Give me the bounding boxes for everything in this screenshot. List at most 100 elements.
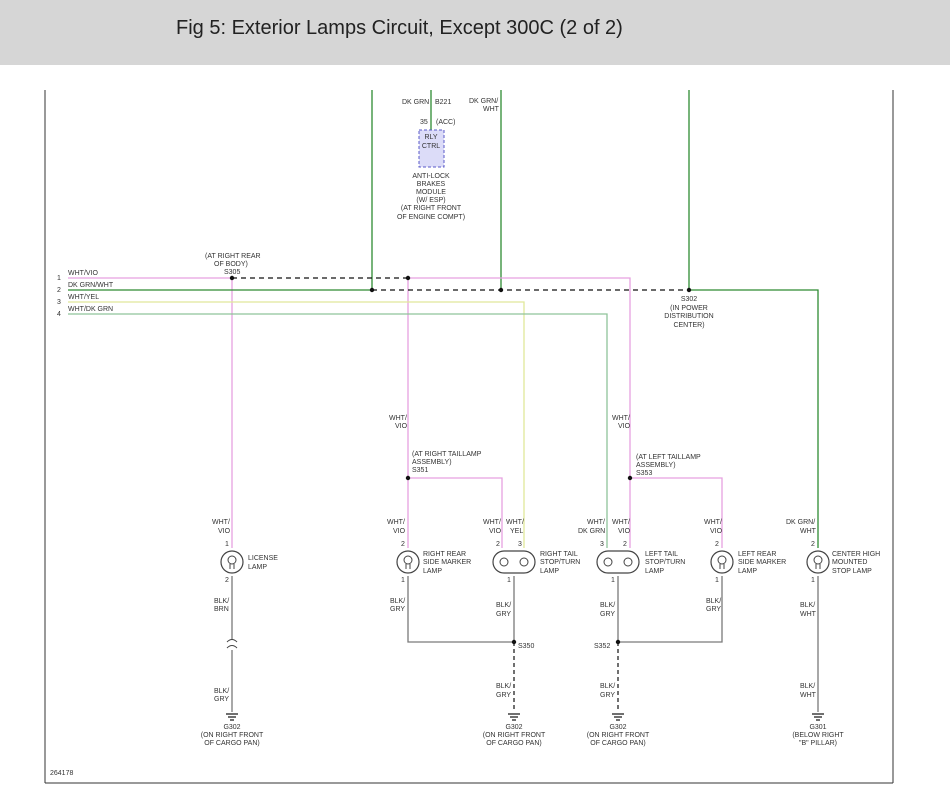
svg-text:G301: G301 xyxy=(809,724,826,731)
svg-text:SIDE MARKER: SIDE MARKER xyxy=(738,559,786,566)
svg-text:BLK/: BLK/ xyxy=(214,688,229,695)
svg-text:3: 3 xyxy=(518,541,522,548)
svg-text:DISTRIBUTION: DISTRIBUTION xyxy=(664,313,713,320)
module-label-line1: RLY xyxy=(424,134,437,141)
abs-module-box xyxy=(418,129,445,168)
svg-text:GRY: GRY xyxy=(600,692,615,699)
svg-text:S351: S351 xyxy=(412,467,428,474)
dual-bulb-icon xyxy=(499,557,529,567)
svg-text:YEL: YEL xyxy=(510,528,523,535)
svg-text:BLK/: BLK/ xyxy=(214,598,229,605)
splice-s305-label: (AT RIGHT REAR OF BODY) S305 xyxy=(205,253,261,276)
figure-id: 264178 xyxy=(50,770,73,777)
license-lamp: 1 2 LICENSE LAMP xyxy=(220,541,278,584)
svg-text:BLK/: BLK/ xyxy=(800,602,815,609)
ground-g302-license-label: G302 (ON RIGHT FRONT OF CARGO PAN) xyxy=(201,724,264,747)
svg-text:VIO: VIO xyxy=(218,528,231,535)
svg-text:VIO: VIO xyxy=(393,528,406,535)
svg-text:1: 1 xyxy=(715,577,719,584)
svg-text:(ON RIGHT FRONT: (ON RIGHT FRONT xyxy=(587,732,650,739)
svg-text:2: 2 xyxy=(496,541,500,548)
dual-bulb-icon xyxy=(603,557,633,567)
svg-text:WHT/: WHT/ xyxy=(612,519,630,526)
svg-text:2: 2 xyxy=(811,541,815,548)
svg-text:1: 1 xyxy=(401,577,405,584)
svg-text:LEFT REAR: LEFT REAR xyxy=(738,551,776,558)
top-wire-connector-b221: B221 xyxy=(435,99,451,106)
svg-text:(AT RIGHT FRONT: (AT RIGHT FRONT xyxy=(401,205,462,212)
splice-dots xyxy=(229,275,692,645)
svg-text:(IN POWER: (IN POWER xyxy=(670,305,708,312)
svg-text:VIO: VIO xyxy=(395,423,408,430)
svg-text:LAMP: LAMP xyxy=(738,568,757,575)
svg-text:(AT RIGHT REAR: (AT RIGHT REAR xyxy=(205,253,261,260)
svg-text:OF ENGINE COMPT): OF ENGINE COMPT) xyxy=(397,214,465,221)
svg-text:LAMP: LAMP xyxy=(540,568,559,575)
svg-text:VIO: VIO xyxy=(489,528,502,535)
svg-text:OF BODY): OF BODY) xyxy=(214,261,248,268)
svg-text:(AT LEFT TAILLAMP: (AT LEFT TAILLAMP xyxy=(636,454,701,461)
svg-text:BLK/: BLK/ xyxy=(496,683,511,690)
ground-wires xyxy=(231,576,819,712)
svg-text:1: 1 xyxy=(225,541,229,548)
bus-wire-dk-grn-wht xyxy=(68,289,819,548)
ground-g301-label: G301 (BELOW RIGHT "B" PILLAR) xyxy=(792,724,844,747)
svg-text:WHT/: WHT/ xyxy=(389,415,407,422)
svg-text:RIGHT TAIL: RIGHT TAIL xyxy=(540,551,578,558)
svg-text:BLK/: BLK/ xyxy=(800,683,815,690)
splice-dashed-bus xyxy=(232,277,689,291)
svg-text:LAMP: LAMP xyxy=(423,568,442,575)
svg-text:SIDE MARKER: SIDE MARKER xyxy=(423,559,471,566)
svg-text:ASSEMBLY): ASSEMBLY) xyxy=(636,462,676,469)
svg-text:GRY: GRY xyxy=(706,606,721,613)
svg-text:STOP/TURN: STOP/TURN xyxy=(540,559,580,566)
svg-text:1: 1 xyxy=(811,577,815,584)
svg-text:OF CARGO PAN): OF CARGO PAN) xyxy=(590,740,645,747)
svg-text:BLK/: BLK/ xyxy=(600,683,615,690)
svg-text:S305: S305 xyxy=(224,269,240,276)
svg-text:VIO: VIO xyxy=(618,423,631,430)
bus-wire-labels: 1 WHT/VIO 2 DK GRN/WHT 3 WHT/YEL 4 WHT/D… xyxy=(57,270,114,318)
svg-text:(ON RIGHT FRONT: (ON RIGHT FRONT xyxy=(201,732,264,739)
svg-text:4: 4 xyxy=(57,311,61,318)
ground-wire-labels: BLK/ BRN BLK/ GRY BLK/ GRY BLK/ GRY BLK/… xyxy=(214,598,817,703)
svg-text:DK GRN/: DK GRN/ xyxy=(786,519,815,526)
svg-text:(AT RIGHT TAILLAMP: (AT RIGHT TAILLAMP xyxy=(412,451,482,458)
left-side-marker-lamp: 2 1 LEFT REAR SIDE MARKER LAMP xyxy=(710,541,786,584)
svg-text:WHT/: WHT/ xyxy=(506,519,524,526)
svg-text:(ON RIGHT FRONT: (ON RIGHT FRONT xyxy=(483,732,546,739)
top-wire-dk-grn-label: DK GRN xyxy=(402,99,429,106)
svg-text:S302: S302 xyxy=(681,296,697,303)
module-pin-note: (ACC) xyxy=(436,119,455,126)
svg-text:CENTER HIGH: CENTER HIGH xyxy=(832,551,880,558)
svg-text:BRAKES: BRAKES xyxy=(417,181,446,188)
ground-g302-right-label: G302 (ON RIGHT FRONT OF CARGO PAN) xyxy=(483,724,546,747)
svg-text:2: 2 xyxy=(401,541,405,548)
svg-text:GRY: GRY xyxy=(496,611,511,618)
svg-text:ASSEMBLY): ASSEMBLY) xyxy=(412,459,452,466)
svg-text:G302: G302 xyxy=(223,724,240,731)
bus-wire-wht-vio xyxy=(68,277,723,548)
svg-text:CENTER): CENTER) xyxy=(673,322,704,329)
splice-s351-label: (AT RIGHT TAILLAMP ASSEMBLY) S351 xyxy=(412,451,482,474)
svg-text:LEFT TAIL: LEFT TAIL xyxy=(645,551,678,558)
wht-vio-upper-labels: WHT/ VIO WHT/ VIO xyxy=(389,415,631,430)
svg-text:WHT/YEL: WHT/YEL xyxy=(68,294,99,301)
ground-symbols xyxy=(226,713,824,721)
splice-s302-label: S302 (IN POWER DISTRIBUTION CENTER) xyxy=(664,296,713,329)
bulb-icon xyxy=(227,555,237,569)
right-side-marker-lamp: 2 1 RIGHT REAR SIDE MARKER LAMP xyxy=(396,541,471,584)
svg-text:1: 1 xyxy=(57,275,61,282)
svg-text:BLK/: BLK/ xyxy=(600,602,615,609)
svg-text:WHT/VIO: WHT/VIO xyxy=(68,270,98,277)
svg-text:WHT: WHT xyxy=(800,692,817,699)
ground-g302-left-label: G302 (ON RIGHT FRONT OF CARGO PAN) xyxy=(587,724,650,747)
bus-wire-wht-dk-grn xyxy=(68,313,608,548)
left-tail-lamp: 3 2 1 LEFT TAIL STOP/TURN LAMP xyxy=(596,541,685,584)
svg-text:OF CARGO PAN): OF CARGO PAN) xyxy=(486,740,541,747)
svg-text:WHT: WHT xyxy=(800,611,817,618)
svg-text:ANTI-LOCK: ANTI-LOCK xyxy=(412,173,450,180)
svg-text:S353: S353 xyxy=(636,470,652,477)
svg-text:BLK/: BLK/ xyxy=(496,602,511,609)
module-pin-number: 35 xyxy=(420,119,428,126)
